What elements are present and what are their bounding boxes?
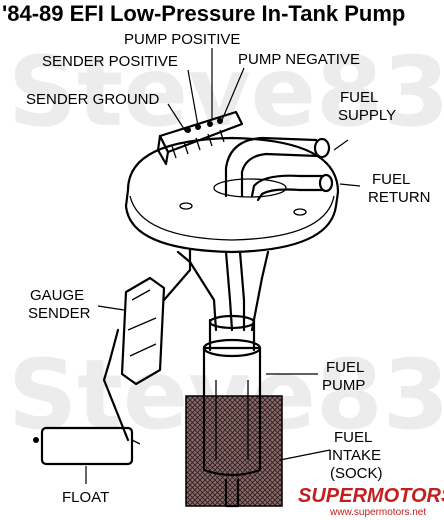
float-part bbox=[33, 426, 141, 466]
label-gauge-sender-1: GAUGE bbox=[30, 287, 84, 304]
supermotors-logo: SUPERMOTORS www.supermotors.net bbox=[298, 485, 444, 518]
logo-url: www.supermotors.net bbox=[329, 507, 426, 518]
pump-assembly bbox=[176, 250, 283, 508]
gauge-sender bbox=[102, 248, 192, 442]
label-pump-positive: PUMP POSITIVE bbox=[124, 31, 240, 48]
callout-labels: PUMP POSITIVE SENDER POSITIVE PUMP NEGAT… bbox=[26, 31, 431, 506]
label-fuel-return-1: FUEL bbox=[372, 171, 410, 188]
diagram-title: '84-89 EFI Low-Pressure In-Tank Pump bbox=[2, 1, 405, 26]
label-pump-negative: PUMP NEGATIVE bbox=[238, 51, 360, 68]
label-fuel-supply-2: SUPPLY bbox=[338, 107, 396, 124]
label-fuel-return-2: RETURN bbox=[368, 189, 431, 206]
logo-brand: SUPERMOTORS bbox=[298, 485, 444, 507]
label-float: FLOAT bbox=[62, 489, 109, 506]
fuel-tubes bbox=[224, 136, 334, 202]
label-sender-ground: SENDER GROUND bbox=[26, 91, 160, 108]
label-fuel-intake-2: INTAKE bbox=[328, 447, 381, 464]
fuel-intake-sock bbox=[185, 395, 283, 507]
label-gauge-sender-2: SENDER bbox=[28, 305, 91, 322]
electrical-connector bbox=[156, 110, 244, 166]
label-sender-positive: SENDER POSITIVE bbox=[42, 53, 178, 70]
label-fuel-intake-1: FUEL bbox=[334, 429, 372, 446]
label-fuel-pump-1: FUEL bbox=[326, 359, 364, 376]
label-fuel-pump-2: PUMP bbox=[322, 377, 365, 394]
label-fuel-intake-3: (SOCK) bbox=[330, 465, 383, 482]
leader-lines bbox=[85, 48, 361, 484]
label-fuel-supply-1: FUEL bbox=[340, 89, 378, 106]
